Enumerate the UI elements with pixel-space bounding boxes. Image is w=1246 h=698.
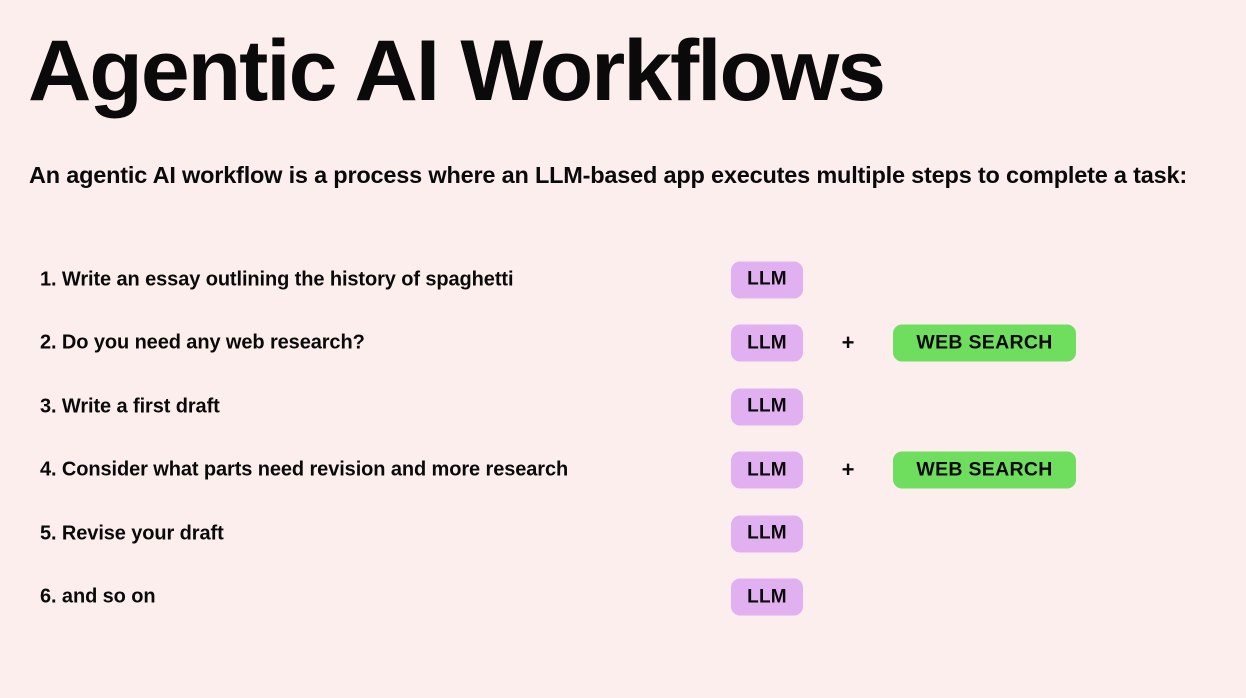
page-title: Agentic AI Workflows [28,23,886,119]
step-label: 3. Write a first draft [40,395,220,418]
step-label: 6. and so on [40,585,156,608]
list-item: 2. Do you need any web research? LLM + W… [0,312,1246,376]
list-item: 1. Write an essay outlining the history … [0,248,1246,312]
llm-badge: LLM [731,451,803,489]
step-label: 1. Write an essay outlining the history … [40,268,514,291]
llm-badge: LLM [731,388,803,426]
step-label: 5. Revise your draft [40,522,224,545]
plus-icon: + [841,457,855,483]
list-item: 3. Write a first draft LLM [0,375,1246,439]
web-search-badge: WEB SEARCH [893,451,1076,489]
llm-badge: LLM [731,515,803,553]
list-item: 5. Revise your draft LLM [0,502,1246,566]
step-label: 4. Consider what parts need revision and… [40,458,569,481]
llm-badge: LLM [731,324,803,362]
steps-list: 1. Write an essay outlining the history … [0,248,1246,629]
web-search-badge: WEB SEARCH [893,324,1076,362]
plus-icon: + [841,330,855,356]
list-item: 4. Consider what parts need revision and… [0,439,1246,503]
llm-badge: LLM [731,578,803,616]
list-item: 6. and so on LLM [0,566,1246,630]
page-subtitle: An agentic AI workflow is a process wher… [29,162,1187,188]
step-label: 2. Do you need any web research? [40,331,365,354]
llm-badge: LLM [731,261,803,299]
